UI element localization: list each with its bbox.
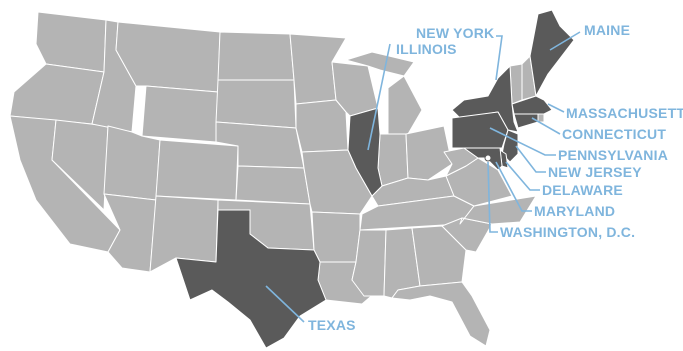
highlighted-states xyxy=(175,9,575,349)
state-colorado xyxy=(155,139,239,201)
leader-connecticut xyxy=(531,117,561,135)
state-kansas xyxy=(235,165,311,205)
leader-pennsylvania xyxy=(489,127,556,156)
state-nevada xyxy=(51,119,109,211)
label-delaware: DELAWARE xyxy=(542,182,623,198)
leader-texas xyxy=(265,285,305,323)
state-south-carolina xyxy=(441,217,493,253)
state-north-dakota xyxy=(217,31,295,81)
leader-new-jersey xyxy=(515,145,546,173)
label-illinois: ILLINOIS xyxy=(396,41,457,57)
state-labels: NEW YORK ILLINOIS MAINE MASSACHUSETTS CO… xyxy=(308,22,683,333)
leader-maine xyxy=(549,31,581,51)
state-illinois xyxy=(347,107,383,197)
leader-massachusetts xyxy=(547,103,565,113)
state-florida xyxy=(391,281,491,347)
state-pennsylvania xyxy=(451,111,509,149)
label-connecticut: CONNECTICUT xyxy=(562,126,666,142)
state-rhode-island xyxy=(537,113,545,123)
leader-illinois xyxy=(367,43,391,151)
leader-new-york xyxy=(495,35,503,81)
label-maine: MAINE xyxy=(584,22,630,38)
state-wyoming xyxy=(141,85,219,143)
state-maine xyxy=(529,9,575,97)
state-michigan-upper xyxy=(345,51,415,77)
leader-lines xyxy=(265,31,581,323)
state-washington xyxy=(35,11,107,73)
state-oregon xyxy=(9,63,105,125)
label-new-york: NEW YORK xyxy=(416,25,494,41)
label-texas: TEXAS xyxy=(308,317,356,333)
leader-delaware xyxy=(505,161,540,191)
state-connecticut xyxy=(513,113,539,129)
leader-maryland xyxy=(495,161,532,212)
state-massachusetts xyxy=(511,95,553,115)
state-arkansas xyxy=(311,211,361,263)
state-indiana xyxy=(377,133,409,187)
label-maryland: MARYLAND xyxy=(534,203,615,219)
state-maryland xyxy=(463,147,503,171)
state-georgia xyxy=(411,225,467,287)
washington-dc-marker xyxy=(484,154,492,162)
state-south-dakota xyxy=(215,79,297,129)
label-pennsylvania: PENNSYLVANIA xyxy=(558,147,668,163)
label-washington-dc: WASHINGTON, D.C. xyxy=(500,224,635,240)
label-massachusetts: MASSACHUSETTS xyxy=(566,105,683,121)
state-michigan-lower xyxy=(387,75,423,135)
state-texas xyxy=(175,209,327,349)
label-new-jersey: NEW JERSEY xyxy=(548,164,642,180)
state-ohio xyxy=(405,125,453,181)
leader-washington-dc xyxy=(487,161,498,233)
state-iowa xyxy=(295,99,349,153)
